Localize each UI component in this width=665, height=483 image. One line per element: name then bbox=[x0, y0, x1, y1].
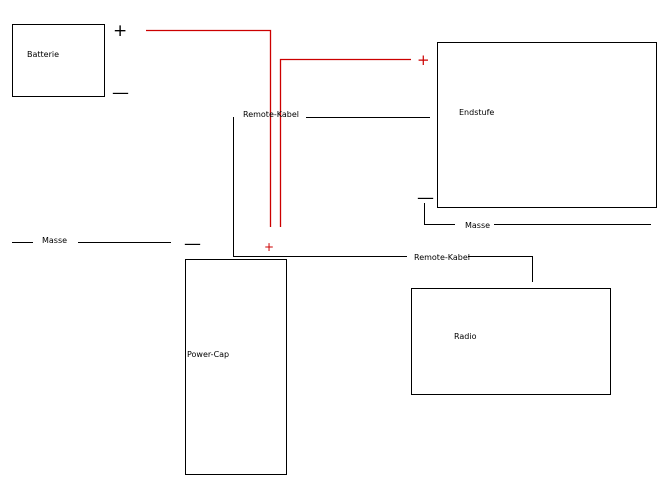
radio-box bbox=[411, 288, 611, 395]
batterie-plus-sign: + bbox=[113, 21, 127, 41]
remote-cable-vertical bbox=[233, 117, 407, 257]
masse-label-left: Masse bbox=[42, 236, 67, 245]
endstufe-label: Endstufe bbox=[459, 108, 494, 117]
remote-cable-to-radio bbox=[468, 256, 533, 282]
endstufe-minus-sign: — bbox=[417, 188, 434, 208]
masse-label-right: Masse bbox=[465, 221, 490, 230]
remote-kabel-label-top: Remote-Kabel bbox=[243, 110, 299, 119]
endstufe-plus-sign: + bbox=[417, 51, 430, 69]
power-cap-plus-sign: + bbox=[264, 240, 274, 254]
masse-wire-endstufe-drop bbox=[424, 203, 455, 225]
power-cap-label: Power-Cap bbox=[187, 350, 229, 359]
radio-label: Radio bbox=[454, 332, 477, 341]
power-cap-minus-sign: — bbox=[184, 234, 201, 254]
batterie-label: Batterie bbox=[27, 50, 59, 59]
batterie-box bbox=[12, 24, 105, 97]
remote-kabel-label-bottom: Remote-Kabel bbox=[414, 253, 470, 262]
batterie-minus-sign: — bbox=[112, 83, 129, 103]
amp-positive-wire bbox=[279, 58, 411, 227]
battery-positive-wire bbox=[146, 29, 272, 227]
endstufe-box bbox=[437, 42, 657, 208]
power-cap-box bbox=[185, 259, 287, 475]
